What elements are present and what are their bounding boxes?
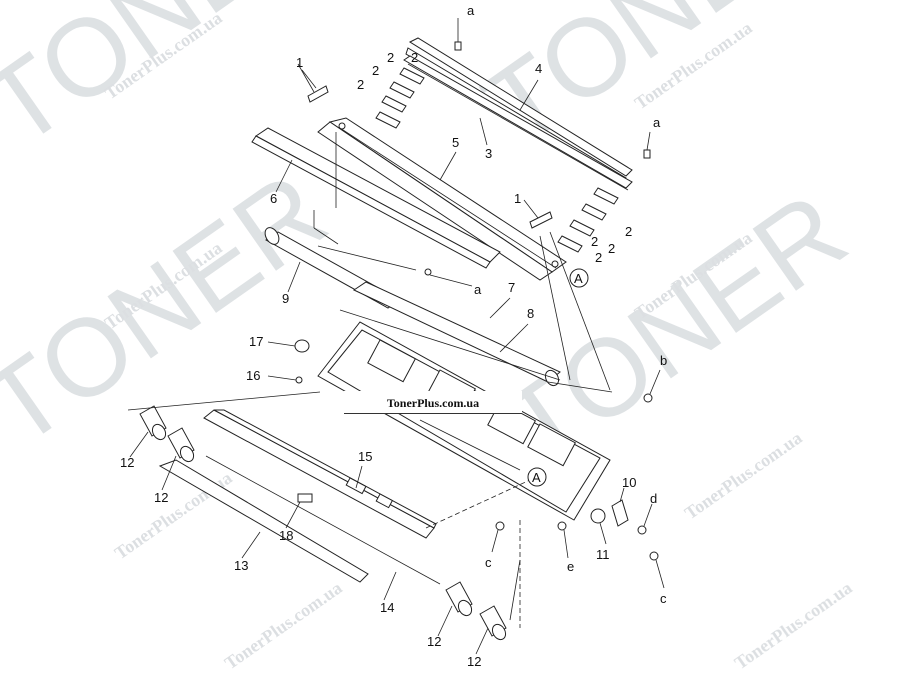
callout-2-b: 2 [372, 63, 379, 78]
watermark-small-6: TonerPlus.com.ua [111, 468, 236, 564]
callout-5: 5 [452, 135, 459, 150]
callout-2-g: 2 [591, 234, 598, 249]
callout-2-f: 2 [608, 241, 615, 256]
screw-c-right [649, 551, 665, 589]
callout-3: 3 [485, 146, 492, 161]
callout-7: 7 [508, 280, 515, 295]
roller-12-c [445, 581, 473, 617]
callout-12-b: 12 [154, 490, 168, 505]
screw-a-mid [424, 268, 473, 287]
ref-mark-A-bottom [527, 467, 547, 487]
part-14-rod [205, 455, 441, 585]
callout-11: 11 [596, 547, 610, 562]
part-7-roller [352, 281, 613, 393]
callout-e: e [567, 559, 574, 574]
ref-mark-A-bottom-label: A [532, 470, 541, 485]
callout-1-left: 1 [296, 55, 303, 70]
ref-mark-A-top-label: A [574, 271, 583, 286]
assembly-lines [127, 63, 611, 628]
callout-b: b [660, 353, 667, 368]
screw-e [557, 521, 569, 559]
callout-2-h: 2 [595, 250, 602, 265]
callout-a-mid: a [474, 282, 482, 297]
callout-c-right: c [660, 591, 667, 606]
ref-mark-A-top [569, 268, 589, 288]
watermark-layer: TONER TONER TONER TONER TonerPlus.com.ua… [0, 0, 868, 673]
callout-leaders [129, 79, 539, 655]
callout-a-right: a [653, 115, 661, 130]
callout-labels: a a a b c c d e 1 1 2 2 2 2 2 2 2 2 3 4 … [120, 3, 667, 669]
part-11-gear [590, 508, 607, 545]
part-18-tab [297, 493, 313, 503]
callout-6: 6 [270, 191, 277, 206]
callout-2-d: 2 [411, 50, 418, 65]
watermark-small-8: TonerPlus.com.ua [731, 578, 856, 673]
screw-a-right [643, 131, 651, 159]
part-15-bracket [203, 409, 437, 539]
roller-12-b [167, 427, 195, 463]
callout-10: 10 [622, 475, 636, 490]
callout-4: 4 [535, 61, 542, 76]
part-13-plate [158, 459, 369, 583]
part-6-cover [251, 127, 501, 269]
watermark-small-5: TonerPlus.com.ua [681, 428, 806, 524]
callout-12-d: 12 [467, 654, 481, 669]
callout-2-a: 2 [387, 50, 394, 65]
callout-c-left: c [485, 555, 492, 570]
callout-12-a: 12 [120, 455, 134, 470]
callout-15: 15 [358, 449, 372, 464]
part-3-rail [403, 55, 633, 191]
callout-2-e: 2 [625, 224, 632, 239]
callout-16: 16 [246, 368, 260, 383]
part-8-shaft [339, 309, 561, 381]
callout-14: 14 [380, 600, 394, 615]
watermark-big-3: TONER [0, 149, 348, 469]
small-plates-2 [375, 67, 619, 253]
clip-1-right [523, 199, 553, 229]
part-17-bushing [267, 339, 310, 353]
screw-b [643, 369, 661, 403]
part-16-washer [267, 375, 303, 384]
watermark-small-7: TonerPlus.com.ua [221, 578, 346, 673]
clip-d [637, 503, 653, 535]
site-banner: TonerPlus.com.ua [344, 391, 522, 414]
callout-9: 9 [282, 291, 289, 306]
callout-a-top: a [467, 3, 475, 18]
clip-1-left [301, 69, 329, 103]
callout-12-c: 12 [427, 634, 441, 649]
screw-a-top [454, 18, 462, 51]
callout-18: 18 [279, 528, 293, 543]
callout-8: 8 [527, 306, 534, 321]
callout-1-right: 1 [514, 191, 521, 206]
roller-12-a [139, 405, 167, 441]
callout-2-c: 2 [357, 77, 364, 92]
part-5-housing [317, 117, 567, 281]
part-10-arm [611, 487, 629, 527]
callout-13: 13 [234, 558, 248, 573]
screw-c-left [491, 521, 505, 553]
callout-17: 17 [249, 334, 263, 349]
callout-d: d [650, 491, 657, 506]
